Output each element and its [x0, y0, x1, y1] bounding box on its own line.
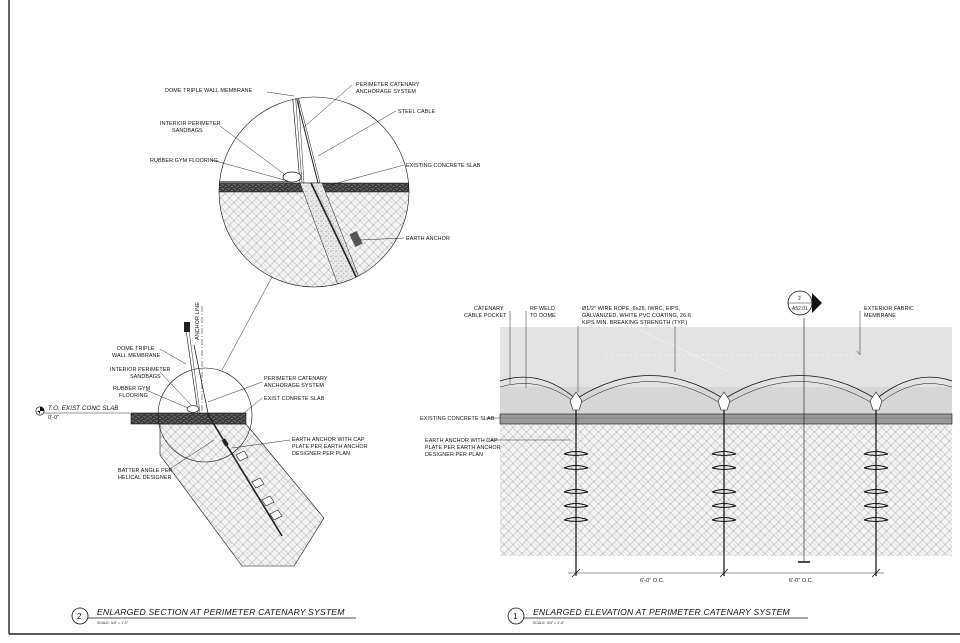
helical-plate — [563, 489, 589, 494]
elevation-marker — [35, 406, 130, 416]
label-interior-perimeter-2: SANDBAGS — [172, 128, 203, 134]
label-fabric-membrane-2: MEMBRANE — [864, 313, 896, 319]
label-wire-rope-1: Ø1/2" WIRE ROPE, 6x25, IWRC, EIPS, — [582, 306, 681, 312]
detail-2-number: 2 — [77, 612, 82, 621]
label-section-rubber-1: RUBBER GYM — [113, 386, 151, 392]
detail-1-scale: SCALE: 3/4" = 1'-0" — [533, 621, 565, 625]
enlargement-connector — [221, 276, 273, 371]
helical-plate — [863, 451, 889, 456]
label-steel-cable: STEEL CABLE — [398, 109, 435, 115]
detail-1-elevation — [486, 311, 953, 576]
detail-2-scale: SCALE: 3/4" = 1'-0" — [97, 621, 129, 625]
label-cable-pocket-1: CATENARY — [474, 306, 504, 312]
label-cable-pocket-2: CABLE POCKET — [464, 313, 507, 319]
label-perimeter-catenary-1: PERIMETER CATENARY — [356, 82, 420, 88]
label-section-earth-anchor-3: DESIGNER PER PLAN — [292, 451, 350, 457]
helical-plates — [563, 451, 889, 522]
helical-plate — [563, 465, 589, 470]
label-fabric-membrane-1: EXTERIOR FABRIC — [864, 306, 914, 312]
label-section-earth-anchor-1: EARTH ANCHOR WITH CAP — [292, 437, 365, 443]
helical-plate — [863, 517, 889, 522]
label-rubber-gym-flooring: RUBBER GYM FLOORING — [150, 158, 218, 164]
label-section-dome-2: WALL MEMBRANE — [112, 353, 161, 359]
label-rf-weld-2: TO DOME — [530, 313, 556, 319]
detail-2-title-block — [71, 607, 356, 625]
detail-2-enlarged-circle — [218, 96, 410, 288]
elevation-marker-label: T.O. EXIST CONC SLAB — [48, 405, 119, 412]
helical-plate — [563, 451, 589, 456]
detail-1-title-block — [507, 607, 808, 625]
label-wire-rope-3: KIPS MIN. BREAKING STRENGTH (TYP.) — [582, 320, 688, 326]
label-elev-concrete-slab: EXISTING CONCRETE SLAB — [420, 416, 495, 422]
section-marker-sheet: A52.01 — [792, 306, 808, 312]
helical-plate — [711, 489, 737, 494]
helical-plate — [563, 517, 589, 522]
enlarged-circle-leaders — [211, 84, 405, 241]
helical-plate — [711, 517, 737, 522]
label-section-earth-anchor-2: PLATE PER EARTH ANCHOR — [292, 444, 368, 450]
detail-2-title: ENLARGED SECTION AT PERIMETER CATENARY S… — [97, 607, 345, 617]
helical-plate — [563, 503, 589, 508]
section-marker — [787, 290, 822, 316]
label-dome-triple-wall-membrane: DOME TRIPLE WALL MEMBRANE — [165, 88, 253, 94]
helical-plate — [711, 451, 737, 456]
dimension-line — [568, 568, 884, 578]
helical-plate — [863, 465, 889, 470]
label-section-sandbags-1: INTERIOR PERIMETER — [110, 367, 171, 373]
label-elev-earth-anchor-3: DESIGNER PER PLAN — [425, 452, 483, 458]
label-section-sandbags-2: SANDBAGS — [130, 374, 161, 380]
label-section-anchorage-2: ANCHORAGE SYSTEM — [264, 383, 324, 389]
detail-1-title: ENLARGED ELEVATION AT PERIMETER CATENARY… — [533, 607, 791, 617]
elevation-marker-value: 0'-0" — [48, 415, 59, 421]
label-section-anchorage-1: PERIMETER CATENARY — [264, 376, 328, 382]
label-batter-angle-2: HELICAL DESIGNER — [118, 475, 172, 481]
label-interior-perimeter-1: INTERIOR PERIMETER — [160, 121, 221, 127]
label-anchor-line: ANCHOR LINE — [195, 302, 201, 340]
detail-1-number: 1 — [513, 612, 518, 621]
section-marker-number: 2 — [798, 296, 801, 302]
label-section-concrete-slab: EXIST CONRETE SLAB — [264, 396, 325, 402]
detail-2-section — [130, 306, 325, 567]
dimension-1: 6'-0" O.C. — [640, 578, 664, 584]
helical-plate — [711, 503, 737, 508]
label-rf-weld-1: RF WELD — [530, 306, 555, 312]
dimension-2: 6'-0" O.C. — [789, 578, 813, 584]
label-perimeter-catenary-2: ANCHORAGE SYSTEM — [356, 89, 416, 95]
label-batter-angle-1: BATTER ANGLE PER — [118, 468, 173, 474]
label-elev-earth-anchor-2: PLATE PER EARTH ANCHOR — [425, 445, 501, 451]
helical-plate — [863, 503, 889, 508]
label-wire-rope-2: GALVANIZED, WHITE PVC COATING, 26.6 — [582, 313, 691, 319]
helical-plate — [863, 489, 889, 494]
label-elev-earth-anchor-1: EARTH ANCHOR WITH CAP — [425, 438, 498, 444]
helical-plate — [711, 465, 737, 470]
label-section-rubber-2: FLOORING — [119, 393, 148, 399]
label-earth-anchor: EARTH ANCHOR — [406, 236, 450, 242]
label-existing-concrete-slab: EXISTING CONCRETE SLAB — [406, 163, 481, 169]
label-section-dome-1: DOME TRIPLE — [117, 346, 155, 352]
